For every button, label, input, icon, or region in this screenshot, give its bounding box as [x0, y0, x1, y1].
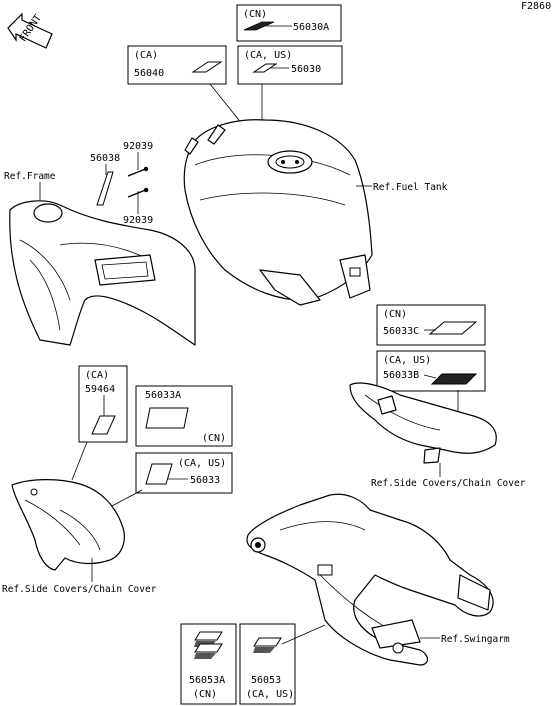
- label-sticker-icon: [243, 21, 275, 31]
- part-box-56053[interactable]: 56053 (CA, US): [239, 623, 296, 705]
- part-region: (CA, US): [244, 50, 292, 61]
- part-region: (CN): [202, 433, 226, 444]
- chain-cover-right: [349, 382, 497, 464]
- part-number: 56053A: [189, 675, 225, 686]
- part-box-56033B[interactable]: (CA, US) 56033B: [376, 350, 486, 392]
- label-sticker-icon: [145, 463, 173, 485]
- diagram-id: F2860: [521, 1, 551, 12]
- part-region: (CA): [85, 370, 109, 381]
- part-region: (CN): [243, 9, 267, 20]
- front-arrow-icon: FRONT: [7, 12, 53, 49]
- part-number: 59464: [85, 384, 115, 395]
- part-box-56030A[interactable]: (CN) 56030A: [236, 4, 342, 42]
- part-box-56030[interactable]: (CA, US) 56030: [237, 45, 343, 85]
- frame: [9, 200, 196, 346]
- part-box-56033A[interactable]: 56033A (CN): [135, 385, 233, 447]
- ref-fuel-tank[interactable]: Ref.Fuel Tank: [373, 182, 448, 193]
- bolt-icon: [127, 166, 149, 177]
- ref-side-covers-right[interactable]: Ref.Side Covers/Chain Cover: [371, 478, 526, 489]
- part-region: (CN): [383, 309, 407, 320]
- ref-swingarm[interactable]: Ref.Swingarm: [441, 634, 510, 645]
- part-region: (CA, US): [246, 689, 294, 700]
- part-number-56038[interactable]: 56038: [90, 153, 120, 164]
- part-box-56040[interactable]: (CA) 56040: [127, 45, 227, 85]
- part-region: (CA, US): [383, 355, 431, 366]
- label-sticker-icon: [252, 63, 278, 73]
- part-number-92039-bottom[interactable]: 92039: [123, 215, 153, 226]
- part-number: 56033A: [145, 390, 181, 401]
- label-sticker-icon: [191, 61, 223, 73]
- part-number: 56033C: [383, 326, 419, 337]
- part-number: 56053: [251, 675, 281, 686]
- label-sticker-icon: [430, 373, 478, 385]
- part-number: 56030A: [293, 22, 329, 33]
- part-box-56033[interactable]: (CA, US) 56033: [135, 452, 233, 494]
- side-cover-left: [11, 479, 125, 571]
- ref-side-covers-left[interactable]: Ref.Side Covers/Chain Cover: [2, 584, 157, 595]
- part-number: 56030: [291, 64, 321, 75]
- swingarm: [246, 493, 494, 666]
- fuel-tank: [183, 119, 373, 306]
- part-number: 56040: [134, 68, 164, 79]
- part-number-92039-top[interactable]: 92039: [123, 141, 153, 152]
- ref-frame[interactable]: Ref.Frame: [4, 171, 56, 182]
- label-sticker-icon: [428, 321, 478, 335]
- part-region: (CA, US): [178, 458, 226, 469]
- label-strips-icon: [253, 637, 282, 653]
- part-number: 56033B: [383, 370, 419, 381]
- part-box-56053A[interactable]: 56053A (CN): [180, 623, 237, 705]
- label-strips-icon: [194, 631, 223, 659]
- part-region: (CN): [193, 689, 217, 700]
- label-56038-icon: [96, 171, 114, 206]
- bolt-icon: [127, 187, 149, 198]
- part-region: (CA): [134, 50, 158, 61]
- part-box-56033C[interactable]: (CN) 56033C: [376, 304, 486, 346]
- part-box-59464[interactable]: (CA) 59464: [78, 365, 128, 443]
- part-number: 56033: [190, 475, 220, 486]
- label-sticker-icon: [145, 407, 189, 429]
- label-sticker-icon: [91, 415, 116, 435]
